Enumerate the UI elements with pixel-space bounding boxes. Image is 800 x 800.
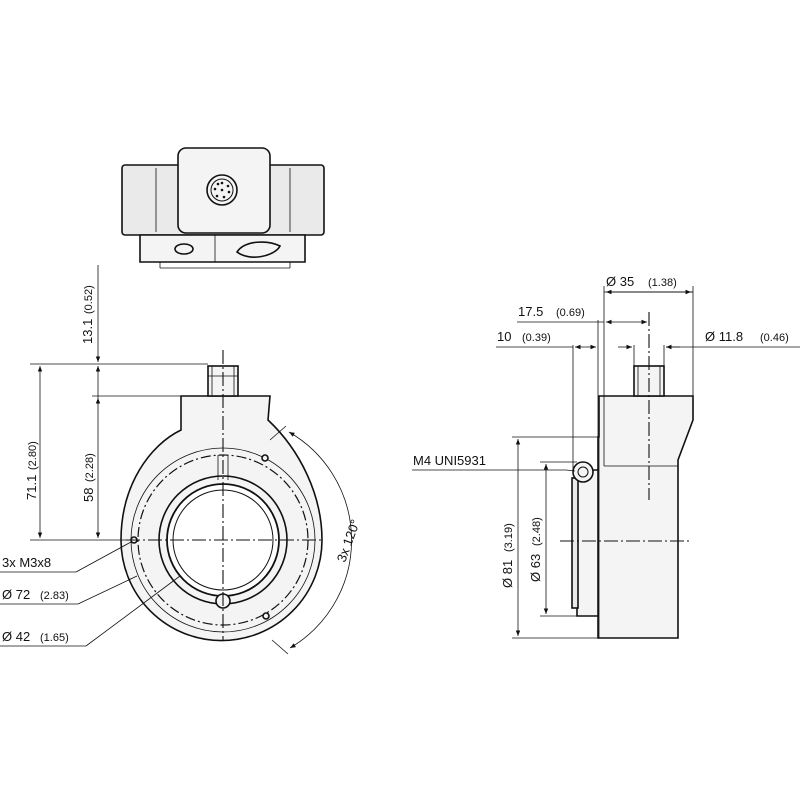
- dim-71-value: 71.1: [24, 475, 39, 500]
- side-clamp: [571, 477, 579, 609]
- dim-58-value: 58: [81, 488, 96, 502]
- dia72-label: Ø 72: [2, 587, 30, 602]
- screw-label: M4 UNI5931: [413, 453, 486, 468]
- mount-hole-3: [262, 612, 270, 620]
- side-view-body: [597, 395, 694, 639]
- dia72-inch: (2.83): [40, 590, 69, 602]
- angle-label: 3x 120°: [334, 517, 363, 564]
- dia42-inch: (1.65): [40, 632, 69, 644]
- dim-58-inch: (2.28): [84, 453, 96, 482]
- len10-inch: (0.39): [522, 332, 551, 344]
- front-view: [0, 265, 352, 655]
- dia11-inch: (0.46): [760, 332, 789, 344]
- side-view: [412, 286, 800, 639]
- side-screw-head: [572, 461, 594, 483]
- dia42-label: Ø 42: [2, 629, 30, 644]
- len17-label: 17.5: [518, 304, 543, 319]
- top-view: [121, 147, 325, 269]
- dia35-inch: (1.38): [648, 277, 677, 289]
- dia11-label: Ø 11.8: [705, 329, 743, 344]
- dia63-inch: (2.48): [531, 517, 543, 546]
- dia81-label: Ø 81: [500, 560, 515, 588]
- dim-13-inch: (0.52): [83, 285, 95, 314]
- dim-13-value: 13.1: [80, 319, 95, 344]
- dia35-label: Ø 35: [606, 274, 634, 289]
- angle-arc: [288, 431, 352, 649]
- side-labels: Ø 35 (1.38) 17.5 (0.69) 10 (0.39) Ø 11.8…: [413, 274, 789, 588]
- dim-71-inch: (2.80): [27, 441, 39, 470]
- side-flange: [576, 469, 599, 617]
- dia81-inch: (3.19): [503, 523, 515, 552]
- len17-inch: (0.69): [556, 307, 585, 319]
- holes-label: 3x M3x8: [2, 555, 51, 570]
- dia63-label: Ø 63: [528, 554, 543, 582]
- top-view-base: [139, 234, 306, 263]
- mount-hole-1: [261, 454, 269, 462]
- len10-label: 10: [497, 329, 511, 344]
